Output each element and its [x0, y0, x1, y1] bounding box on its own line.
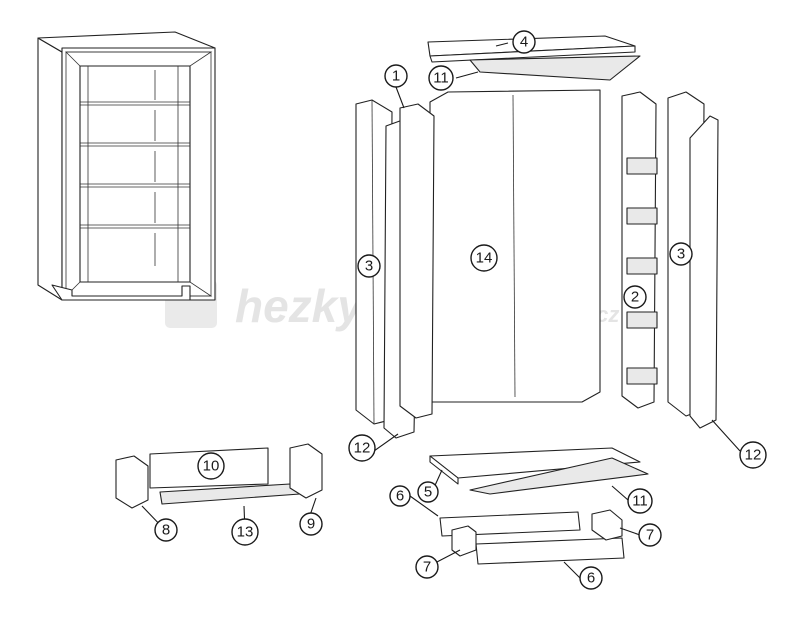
plinth-rail-6-front	[475, 537, 625, 565]
assembled-cabinet	[37, 31, 216, 301]
callout-label: 12	[745, 447, 762, 464]
callout-label: 8	[162, 522, 170, 539]
callout-label: 7	[423, 559, 431, 576]
right-partition-2	[621, 91, 658, 409]
plinth-rail-6-back	[439, 511, 581, 537]
callout-7-left: 7	[415, 555, 439, 579]
callout-6-back: 6	[389, 485, 411, 507]
callout-1: 1	[384, 64, 408, 88]
left-front-strip-1	[383, 103, 435, 439]
callout-5: 5	[417, 481, 439, 503]
callout-11-top: 11	[428, 65, 454, 91]
callout-3-right: 3	[669, 242, 693, 266]
callout-label: 4	[520, 34, 528, 51]
callout-12-left: 12	[348, 434, 376, 462]
callout-label: 7	[646, 527, 654, 544]
bottom-trim-11	[469, 457, 649, 495]
callout-label: 2	[631, 289, 639, 306]
callout-label: 3	[677, 246, 685, 263]
callout-label: 12	[354, 440, 371, 457]
callout-10: 10	[197, 452, 225, 480]
callout-label: 5	[424, 484, 432, 501]
callout-label: 13	[237, 524, 254, 541]
callout-8: 8	[154, 518, 178, 542]
top-trim-11	[469, 55, 641, 81]
callout-label: 10	[203, 458, 220, 475]
callout-label: 3	[365, 258, 373, 275]
callout-label: 11	[433, 70, 449, 87]
callout-label: 1	[392, 68, 400, 85]
callout-14: 14	[470, 244, 498, 272]
callout-12-right: 12	[739, 441, 767, 469]
callout-label: 9	[307, 516, 315, 533]
callout-label: 6	[396, 488, 404, 505]
callout-13: 13	[231, 518, 259, 546]
back-panel-14	[429, 89, 601, 403]
callout-11-bottom: 11	[627, 488, 653, 514]
plinth-bracket-7-left	[451, 525, 477, 557]
callout-7-right: 7	[638, 523, 662, 547]
bottom-panel-5	[429, 447, 641, 485]
callout-2: 2	[623, 285, 647, 309]
plinth-bracket-7-right	[591, 509, 623, 541]
callout-6-front: 6	[579, 566, 603, 590]
callout-9: 9	[299, 512, 323, 536]
callout-4: 4	[512, 30, 536, 54]
callout-label: 14	[476, 250, 493, 267]
watermark-text-light: hezky	[235, 280, 365, 332]
callout-3-left: 3	[357, 254, 381, 278]
callout-label: 6	[587, 570, 595, 587]
callout-label: 11	[632, 493, 648, 510]
